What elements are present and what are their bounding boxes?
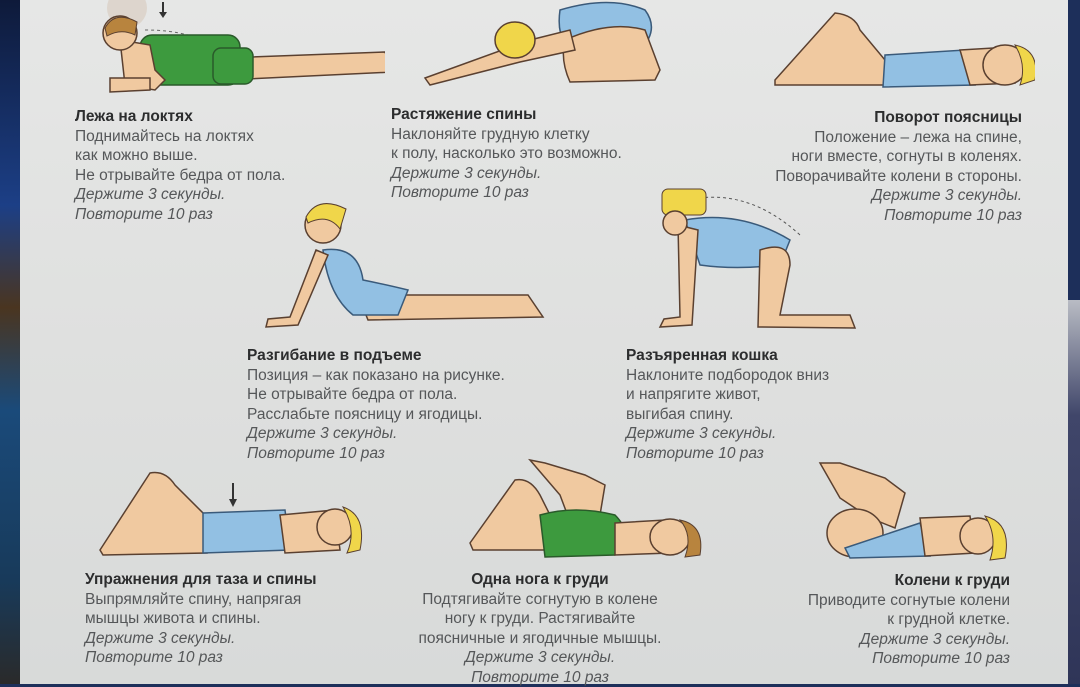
exercise-title: Одна нога к груди (395, 570, 685, 590)
instruction-line: Положение – лежа на спине, (775, 128, 1022, 148)
repeat-text: Повторите 10 раз (808, 649, 1010, 669)
figure-cobra (258, 195, 558, 335)
figure-supine-knees-bent (765, 5, 1035, 90)
exercise-title: Лежа на локтях (75, 107, 285, 127)
instruction-line: Наклоняйте грудную клетку (391, 125, 622, 145)
figure-cat-pose (640, 185, 880, 335)
instruction-line: к грудной клетке. (808, 610, 1010, 630)
exercise-pelvic-tilt: Упражнения для таза и спины Выпрямляйте … (85, 570, 317, 668)
instruction-line: Поворачивайте колени в стороны. (775, 167, 1022, 187)
instruction-line: мышцы живота и спины. (85, 609, 317, 629)
hold-text: Держите 3 секунды. (395, 648, 685, 668)
exercise-title: Разгибание в подъеме (247, 346, 505, 366)
exercise-poster: Лежа на локтях Поднимайтесь на локтях ка… (20, 0, 1068, 684)
instruction-line: выгибая спину. (626, 405, 829, 425)
instruction-line: Позиция – как показано на рисунке. (247, 366, 505, 386)
hold-text: Держите 3 секунды. (626, 424, 829, 444)
exercise-single-knee: Одна нога к груди Подтягивайте согнутую … (395, 570, 685, 687)
instruction-line: Приводите согнутые колени (808, 591, 1010, 611)
photo-background-left (0, 0, 22, 684)
instruction-line: ногу к груди. Растягивайте (395, 609, 685, 629)
instruction-line: и напрягите живот, (626, 385, 829, 405)
exercise-title: Упражнения для таза и спины (85, 570, 317, 590)
figure-prone-on-elbows (85, 0, 385, 100)
repeat-text: Повторите 10 раз (395, 668, 685, 687)
hold-text: Держите 3 секунды. (391, 164, 622, 184)
instruction-line: Поднимайтесь на локтях (75, 127, 285, 147)
exercise-title: Поворот поясницы (775, 108, 1022, 128)
instruction-line: Наклоните подбородок вниз (626, 366, 829, 386)
exercise-angry-cat: Разъяренная кошка Наклоните подбородок в… (626, 346, 829, 463)
exercise-title: Разъяренная кошка (626, 346, 829, 366)
instruction-line: Не отрывайте бедра от пола. (75, 166, 285, 186)
repeat-text: Повторите 10 раз (85, 648, 317, 668)
instruction-line: как можно выше. (75, 146, 285, 166)
hold-text: Держите 3 секунды. (247, 424, 505, 444)
hold-text: Держите 3 секунды. (85, 629, 317, 649)
instruction-line: поясничные и ягодичные мышцы. (395, 629, 685, 649)
exercise-elbows: Лежа на локтях Поднимайтесь на локтях ка… (75, 107, 285, 224)
instruction-line: Подтягивайте согнутую в колене (395, 590, 685, 610)
hold-text: Держите 3 секунды. (808, 630, 1010, 650)
instruction-line: к полу, насколько это возможно. (391, 144, 622, 164)
instruction-line: Выпрямляйте спину, напрягая (85, 590, 317, 610)
exercise-back-stretch: Растяжение спины Наклоняйте грудную клет… (391, 105, 622, 203)
figure-double-knee-to-chest (810, 458, 1010, 563)
exercise-double-knee: Колени к груди Приводите согнутые колени… (808, 571, 1010, 669)
instruction-line: Не отрывайте бедра от пола. (247, 385, 505, 405)
instruction-line: ноги вместе, согнуты в коленях. (775, 147, 1022, 167)
exercise-press-up: Разгибание в подъеме Позиция – как показ… (247, 346, 505, 463)
exercise-title: Растяжение спины (391, 105, 622, 125)
figure-pelvic-tilt (95, 465, 365, 560)
repeat-text: Повторите 10 раз (75, 205, 285, 225)
instruction-line: Расслабьте поясницу и ягодицы. (247, 405, 505, 425)
hold-text: Держите 3 секунды. (75, 185, 285, 205)
figure-child-pose (410, 0, 700, 90)
exercise-title: Колени к груди (808, 571, 1010, 591)
figure-single-knee-to-chest (465, 455, 715, 565)
